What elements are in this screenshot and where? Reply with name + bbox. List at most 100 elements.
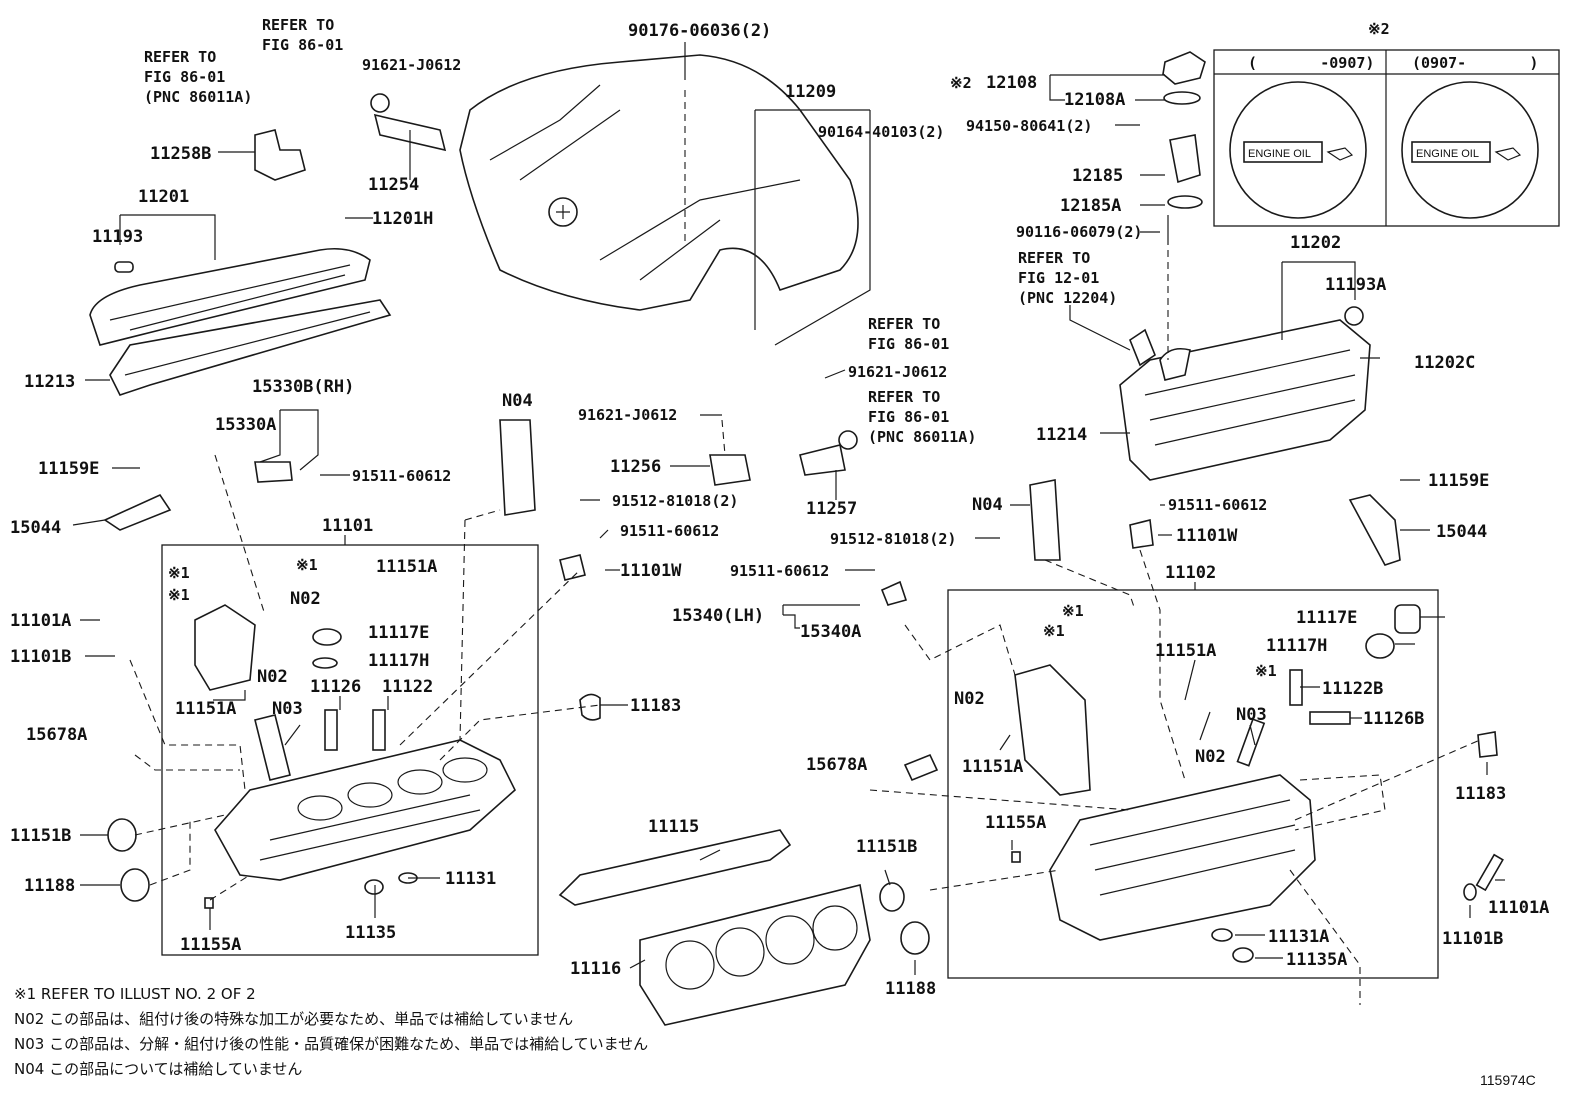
label-15340A: 15340A [800, 622, 861, 642]
small-components [103, 93, 1504, 963]
label-11214: 11214 [1036, 425, 1087, 445]
label-15678A-a: 15678A [26, 725, 87, 745]
label-11159E-b: 11159E [1428, 471, 1489, 491]
oil-cap-inset-box [1213, 49, 1560, 227]
label-91621-a: 91621-J0612 [362, 56, 461, 74]
footnote-1: ※1 REFER TO ILLUST NO. 2 OF 2 [14, 985, 256, 1003]
label-11202C: 11202C [1414, 353, 1475, 373]
label-12185: 12185 [1072, 166, 1123, 186]
intake-gasket-part[interactable] [558, 829, 792, 906]
inset-labels: ※2 ( -0907) (0907- ) ENGINE OIL ENGINE O… [1243, 20, 1538, 163]
label-91511-b: 91511-60612 [620, 522, 719, 540]
head-gasket-part[interactable] [639, 884, 871, 1026]
label-11101: 11101 [322, 516, 373, 536]
label-11102: 11102 [1165, 563, 1216, 583]
label-90176: 90176-06036(2) [628, 21, 771, 41]
label-91511-c: 91511-60612 [730, 562, 829, 580]
label-note1-d: ※1 [1062, 602, 1084, 620]
label-refer-2a: REFER TO [144, 48, 216, 66]
label-note2: ※2 [950, 74, 972, 92]
label-11209: 11209 [785, 82, 836, 102]
label-11254: 11254 [368, 175, 419, 195]
label-91621-c: 91621-J0612 [848, 363, 947, 381]
label-N02-d: N02 [1195, 747, 1226, 767]
leader-lines [72, 42, 1505, 1005]
label-11131: 11131 [445, 869, 496, 889]
label-90116: 90116-06079(2) [1016, 223, 1142, 241]
label-11258B: 11258B [150, 144, 211, 164]
label-11257: 11257 [806, 499, 857, 519]
illustration-id: 115974C [1480, 1072, 1536, 1088]
label-91511-d: 91511-60612 [1168, 496, 1267, 514]
label-11201: 11201 [138, 187, 189, 207]
label-15678A-b: 15678A [806, 755, 867, 775]
label-note1-c: ※1 [296, 556, 318, 574]
inset-mark: ※2 [1368, 20, 1390, 38]
label-N02-c: N02 [954, 689, 985, 709]
label-N04-a: N04 [502, 391, 533, 411]
label-11201H: 11201H [372, 209, 433, 229]
label-11116: 11116 [570, 959, 621, 979]
label-N02-b: N02 [257, 667, 288, 687]
right-cylinder-head-part[interactable] [1049, 774, 1316, 941]
label-91512-a: 91512-81018(2) [612, 492, 738, 510]
left-cylinder-head-cover-part[interactable] [89, 247, 392, 396]
label-refer-3a: REFER TO [868, 315, 940, 333]
left-cylinder-head-part[interactable] [214, 739, 516, 881]
label-refer-5c: (PNC 12204) [1018, 289, 1117, 307]
label-11101W-a: 11101W [620, 561, 682, 581]
label-12108: 12108 [986, 73, 1037, 93]
label-94150: 94150-80641(2) [966, 117, 1092, 135]
right-cylinder-head-cover-part[interactable] [1119, 319, 1371, 481]
engine-cover-part[interactable] [459, 54, 859, 311]
footnote-n03: N03 この部品は、分解・組付け後の性能・品質確保が困難なため、単品では補給して… [14, 1035, 649, 1053]
label-12185A: 12185A [1060, 196, 1121, 216]
oil-filler-cap-part[interactable] [1162, 51, 1206, 245]
label-N02-a: N02 [290, 589, 321, 609]
label-11122B: 11122B [1322, 679, 1383, 699]
label-11151B-a: 11151B [10, 826, 71, 846]
label-91512-b: 91512-81018(2) [830, 530, 956, 548]
label-refer-1b: FIG 86-01 [262, 36, 343, 54]
label-note1-f: ※1 [1255, 662, 1277, 680]
label-refer-5a: REFER TO [1018, 249, 1090, 267]
label-refer-4c: (PNC 86011A) [868, 428, 976, 446]
label-note1-e: ※1 [1043, 622, 1065, 640]
label-91511-a: 91511-60612 [352, 467, 451, 485]
label-11122: 11122 [382, 677, 433, 697]
label-15330A: 15330A [215, 415, 276, 435]
label-11151A-a: 11151A [376, 557, 437, 577]
label-11155A-a: 11155A [180, 935, 241, 955]
footnote-n02: N02 この部品は、組付け後の特殊な加工が必要なため、単品では補給していません [14, 1010, 574, 1028]
label-90164: 90164-40103(2) [818, 123, 944, 141]
oil-can-icon-right [1494, 147, 1522, 161]
engine-oil-cap-left: ENGINE OIL [1243, 141, 1354, 163]
label-11101B-b: 11101B [1442, 929, 1503, 949]
label-11115: 11115 [648, 817, 699, 837]
oil-can-icon-left [1326, 147, 1354, 161]
label-11126: 11126 [310, 677, 361, 697]
label-11183-a: 11183 [630, 696, 681, 716]
label-refer-4b: FIG 86-01 [868, 408, 949, 426]
label-11117E: 11117E [368, 623, 429, 643]
engine-oil-cap-right: ENGINE OIL [1411, 141, 1522, 163]
label-11151A-d: 11151A [1155, 641, 1216, 661]
label-11135: 11135 [345, 923, 396, 943]
label-N04-b: N04 [972, 495, 1003, 515]
label-15044-a: 15044 [10, 518, 61, 538]
label-11193: 11193 [92, 227, 143, 247]
label-refer-3b: FIG 86-01 [868, 335, 949, 353]
label-N03-b: N03 [1236, 705, 1267, 725]
label-11131A: 11131A [1268, 927, 1329, 947]
footnote-n04: N04 この部品については補給していません [14, 1060, 303, 1078]
cap-text-left: ENGINE OIL [1248, 148, 1311, 160]
label-11151A-c: 11151A [962, 757, 1023, 777]
label-refer-2b: FIG 86-01 [144, 68, 225, 86]
label-11188-b: 11188 [885, 979, 936, 999]
label-11193A: 11193A [1325, 275, 1386, 295]
label-91621-b: 91621-J0612 [578, 406, 677, 424]
label-11117H-b: 11117H [1266, 636, 1327, 656]
label-12108A: 12108A [1064, 90, 1125, 110]
